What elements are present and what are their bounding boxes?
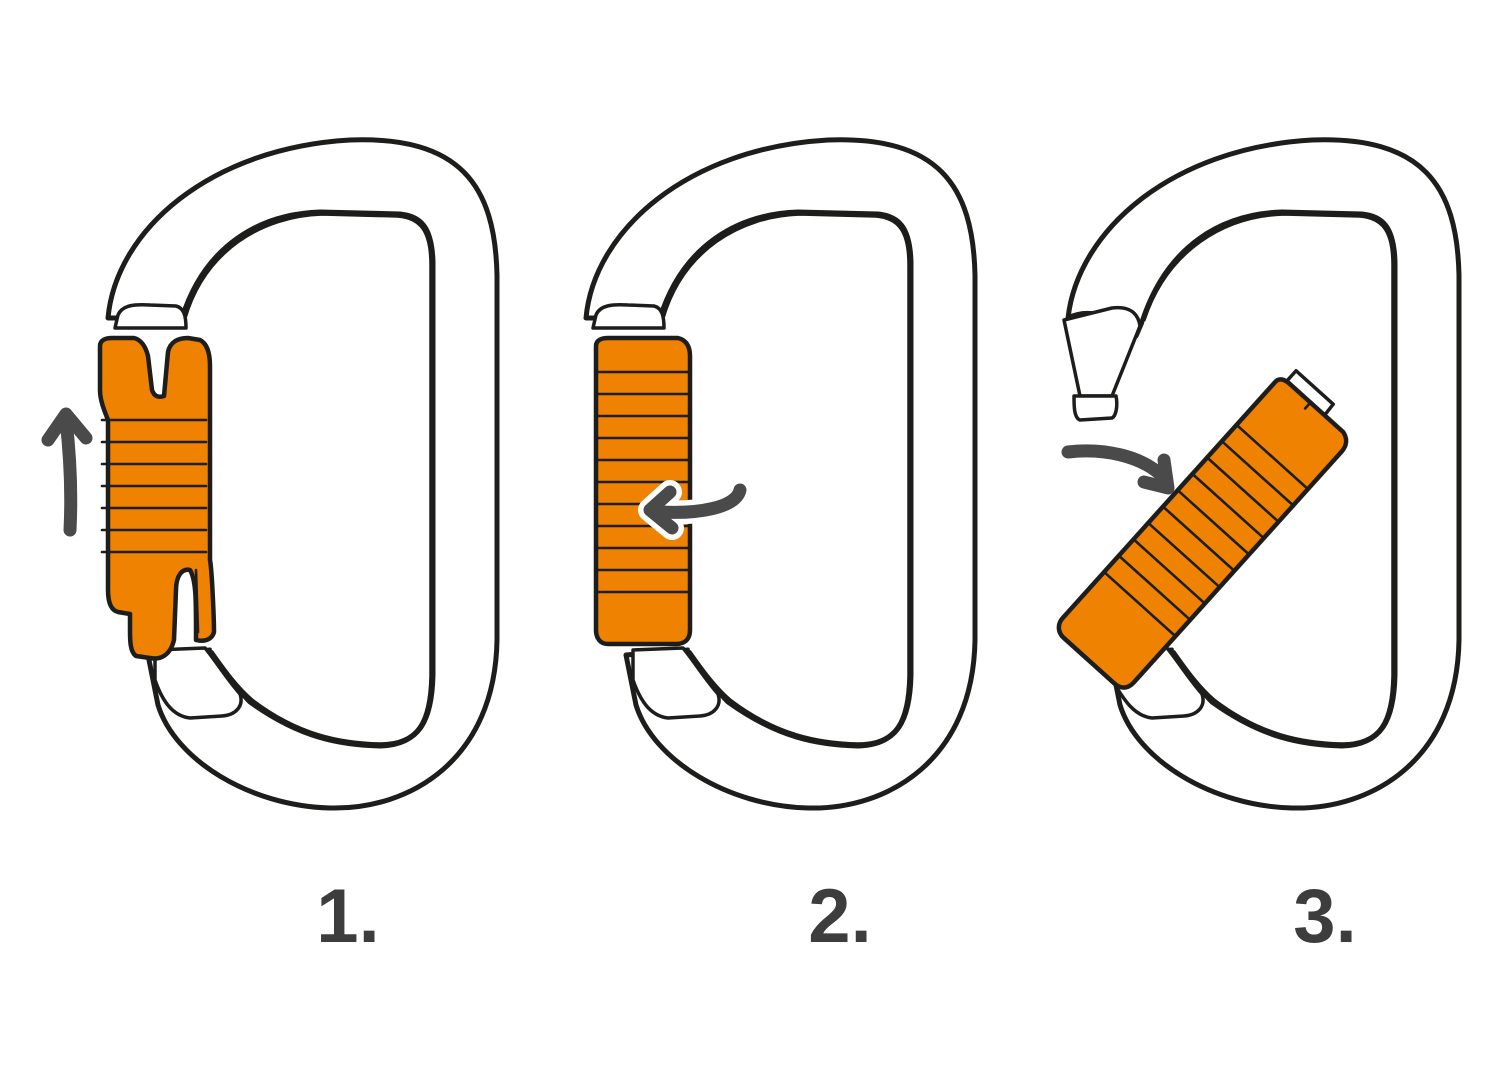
- open-gate-arrow-icon: [1061, 444, 1175, 495]
- slide-up-arrow-icon: [41, 407, 93, 537]
- step-3-carabiner: [1056, 137, 1462, 811]
- step-3-frame: [1065, 137, 1462, 811]
- step-2-carabiner: [586, 140, 975, 808]
- step-3-gate-sleeve: [1056, 377, 1349, 690]
- step-1-gate-sleeve: [97, 335, 217, 661]
- step-3-nose: [1062, 305, 1142, 398]
- step-1-label: 1.: [316, 874, 380, 959]
- step-3-label: 3.: [1293, 874, 1357, 959]
- step-1-carabiner: [41, 140, 497, 808]
- step-2-label: 2.: [808, 874, 872, 959]
- step-3-sleeve-ridges: [1104, 402, 1311, 637]
- rotate-arrow-icon: [638, 478, 752, 540]
- step-1-sleeve-ridges: [100, 418, 208, 634]
- step-3-gate: [1056, 369, 1349, 690]
- step-2-gate-sleeve: [593, 335, 693, 647]
